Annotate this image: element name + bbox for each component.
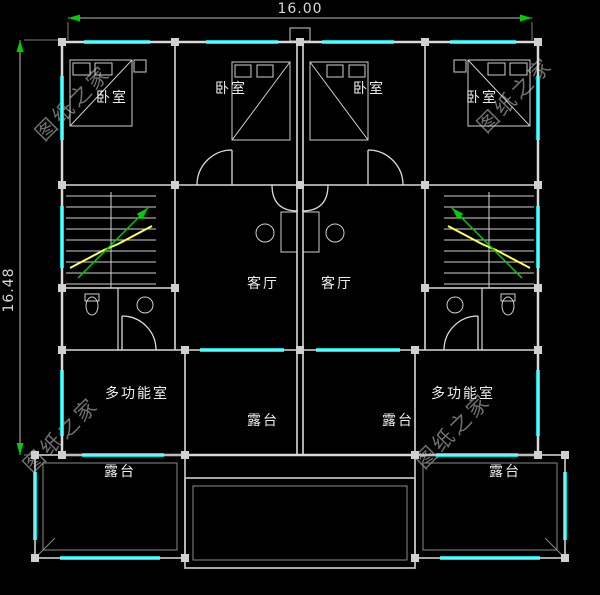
toilet-icon	[501, 296, 515, 316]
sink-icon	[136, 296, 154, 314]
multi-function-room-label-1: 多功能室	[105, 385, 169, 402]
bathroom-fixtures	[84, 293, 516, 316]
stair-direction-arrow-right	[452, 208, 464, 220]
staircase-right	[444, 192, 534, 288]
door-arc	[121, 315, 157, 351]
terrace-label-4: 露台	[489, 464, 521, 480]
toilet-icon	[85, 296, 99, 316]
door-arc	[443, 315, 479, 351]
living-room-label-2: 客厅	[321, 275, 353, 292]
bed-icon	[231, 61, 291, 141]
stair-direction-arrow-left	[136, 208, 148, 220]
table-icon	[325, 223, 345, 243]
doors	[121, 149, 479, 351]
terrace-label-2: 露台	[382, 413, 414, 429]
bed-icon	[467, 59, 531, 127]
entry-arch	[271, 184, 329, 212]
sink-icon	[446, 296, 464, 314]
bed-icon	[309, 61, 369, 141]
furniture	[69, 59, 531, 253]
room-labels: 卧室 卧室 卧室 卧室 客厅 客厅 多功能室 多功能室 露台 露台 露台 露台	[96, 80, 521, 480]
dimension-height-label: 16.48	[1, 267, 17, 312]
bedroom-label-1: 卧室	[96, 89, 128, 106]
dimension-top: 16.00	[67, 1, 533, 40]
table-icon	[255, 223, 275, 243]
dimension-left: 16.48	[1, 39, 58, 456]
windows	[33, 40, 567, 560]
door-arc	[367, 149, 404, 186]
watermarks: 图纸之家 图纸之家 图纸之家 图纸之家	[19, 53, 558, 478]
door-arc	[196, 149, 233, 186]
dimension-width-label: 16.00	[277, 1, 322, 17]
staircase-left	[66, 192, 156, 288]
multi-function-room-label-2: 多功能室	[431, 385, 495, 402]
bedroom-label-2: 卧室	[215, 80, 247, 97]
terrace-label-3: 露台	[104, 464, 136, 480]
stair-rail-right	[447, 225, 531, 269]
terrace-label-1: 露台	[247, 413, 279, 429]
bed-icon	[69, 59, 133, 127]
stair-rail-left	[69, 225, 153, 269]
bedroom-label-3: 卧室	[353, 80, 385, 97]
living-room-label-1: 客厅	[247, 275, 279, 292]
bedroom-label-4: 卧室	[466, 89, 498, 106]
